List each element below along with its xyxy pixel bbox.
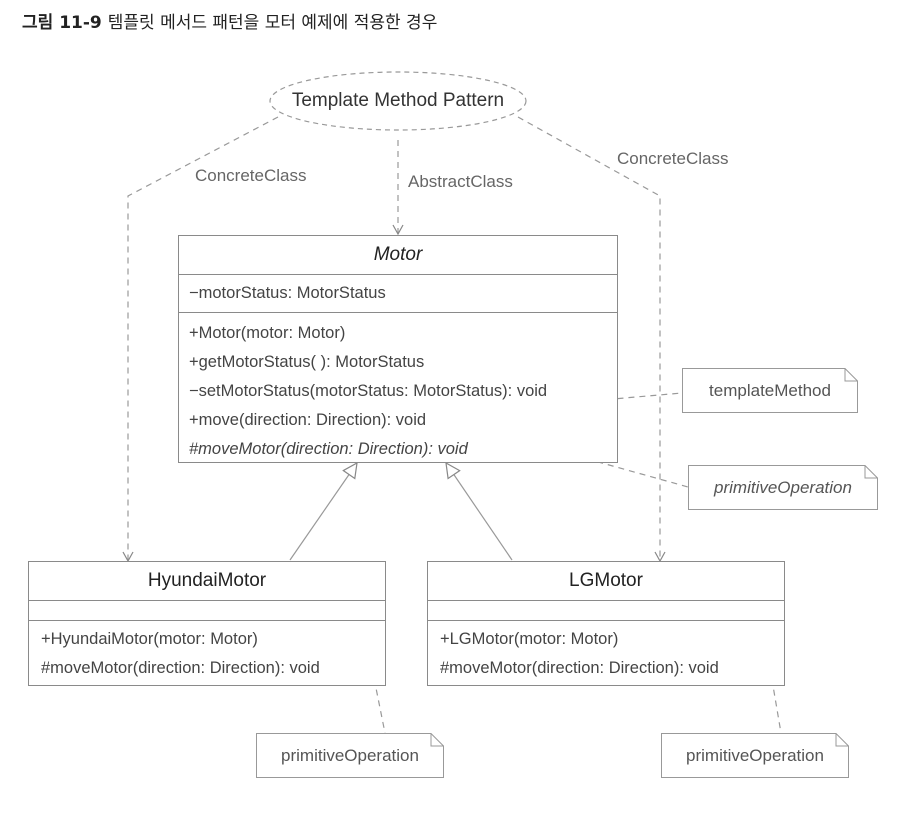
operation: #moveMotor(direction: Direction): void xyxy=(189,440,468,458)
class-name: Motor xyxy=(179,236,617,275)
figure-number: 그림 11-9 xyxy=(22,13,102,33)
attributes-section: −motorStatus: MotorStatus xyxy=(179,275,617,313)
note-template-method: templateMethod xyxy=(682,368,858,413)
lg-motor-class: LGMotor +LGMotor(motor: Motor) #moveMoto… xyxy=(427,561,785,686)
operation: #moveMotor(direction: Direction): void xyxy=(440,659,719,677)
operations-section: +LGMotor(motor: Motor) #moveMotor(direct… xyxy=(428,621,784,683)
operation: +move(direction: Direction): void xyxy=(189,411,427,429)
operation: +Motor(motor: Motor) xyxy=(189,324,346,342)
generalization-lg xyxy=(445,461,513,561)
figure-title: 템플릿 메서드 패턴을 모터 예제에 적용한 경우 xyxy=(107,13,438,33)
attribute: −motorStatus: MotorStatus xyxy=(189,284,386,302)
pattern-name: Template Method Pattern xyxy=(291,90,505,111)
note-primitive-operation: primitiveOperation xyxy=(688,465,878,510)
pattern-ellipse xyxy=(269,71,527,131)
note-text: primitiveOperation xyxy=(714,477,852,497)
operations-section: +Motor(motor: Motor) +getMotorStatus( ):… xyxy=(179,313,617,464)
note-text: primitiveOperation xyxy=(281,745,419,765)
operation: +HyundaiMotor(motor: Motor) xyxy=(41,630,258,648)
note-lg-primitive: primitiveOperation xyxy=(661,733,849,778)
operation: +LGMotor(motor: Motor) xyxy=(440,630,619,648)
role-label-center: AbstractClass xyxy=(408,172,513,191)
class-name: HyundaiMotor xyxy=(29,562,385,601)
class-name: LGMotor xyxy=(428,562,784,601)
note-text: templateMethod xyxy=(709,380,831,400)
attributes-section xyxy=(428,601,784,621)
operations-section: +HyundaiMotor(motor: Motor) #moveMotor(d… xyxy=(29,621,385,683)
role-label-right: ConcreteClass xyxy=(617,149,729,168)
generalization-hyundai xyxy=(289,461,358,561)
operation: +getMotorStatus( ): MotorStatus xyxy=(189,353,425,371)
attributes-section xyxy=(29,601,385,621)
operation: −setMotorStatus(motorStatus: MotorStatus… xyxy=(189,382,548,400)
hyundai-motor-class: HyundaiMotor +HyundaiMotor(motor: Motor)… xyxy=(28,561,386,686)
note-text: primitiveOperation xyxy=(686,745,824,765)
note-hyundai-primitive: primitiveOperation xyxy=(256,733,444,778)
operation: #moveMotor(direction: Direction): void xyxy=(41,659,320,677)
role-label-left: ConcreteClass xyxy=(195,166,307,185)
role-line-left xyxy=(122,116,279,563)
motor-class: Motor −motorStatus: MotorStatus +Motor(m… xyxy=(178,235,618,463)
